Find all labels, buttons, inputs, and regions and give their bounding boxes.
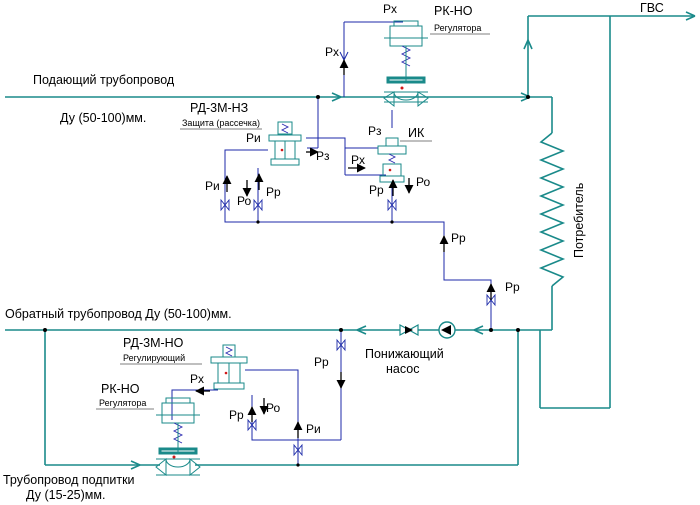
makeup-pipe-label-2: Ду (15-25)мм.	[26, 488, 105, 502]
rd-3m-no-device	[210, 344, 248, 390]
makeup-pipe-label-1: Трубопровод подпитки	[3, 473, 135, 487]
px-label: Рх	[325, 45, 339, 59]
pr-label: Рр	[266, 185, 281, 199]
rd-no-name: РД-3М-НО	[123, 336, 184, 350]
pz-label: Рз	[316, 149, 330, 163]
return-pipeline	[5, 325, 552, 335]
rk-bottom-name: РК-НО	[101, 382, 140, 396]
rk-top-name: РК-НО	[434, 4, 473, 18]
makeup-pipeline	[44, 330, 519, 470]
pi-label: Ри	[205, 179, 220, 193]
pr-label: Рр	[369, 183, 384, 197]
rd-nz-role: Защита (рассечка)	[182, 118, 260, 128]
junction-dots	[43, 95, 530, 467]
px-label: Рх	[351, 153, 365, 167]
consumer-heater	[538, 97, 566, 330]
supply-pipe-label: Подающий трубопровод	[33, 73, 175, 87]
supply-dn-label: Ду (50-100)мм.	[60, 111, 146, 125]
ik-name: ИК	[408, 126, 425, 140]
po-label: Ро	[266, 401, 280, 415]
impulse-lines	[171, 21, 496, 465]
pump-label-1: Понижающий	[365, 347, 444, 361]
pr-label: Рр	[314, 355, 329, 369]
pump-label-2: насос	[386, 362, 419, 376]
pr-label: Рр	[229, 408, 244, 422]
consumer-label: Потребитель	[572, 183, 586, 258]
rk-no-bottom-valve	[155, 397, 201, 477]
px-label: Рх	[190, 372, 204, 386]
pz-label: Рз	[368, 124, 382, 138]
px-label: Рх	[383, 2, 397, 16]
rd-3m-nz-device	[268, 121, 302, 166]
pr-label: Рр	[451, 231, 466, 245]
signal-arrows	[195, 59, 496, 438]
po-label: Ро	[237, 194, 251, 208]
rk-no-top-valve	[383, 20, 429, 108]
rd-no-role: Регулирующий	[123, 353, 185, 363]
supply-pipeline	[5, 92, 552, 102]
rk-bottom-role: Регулятора	[99, 398, 146, 408]
rk-top-role: Регулятора	[434, 23, 481, 33]
gvs-label: ГВС	[640, 1, 664, 15]
gvs-branch	[523, 11, 696, 409]
po-label: Ро	[416, 175, 430, 189]
pi-label: Ри	[306, 422, 321, 436]
return-pipe-label: Обратный трубопровод Ду (50-100)мм.	[5, 307, 232, 321]
rd-nz-name: РД-3М-НЗ	[190, 101, 248, 115]
pr-label: Рр	[505, 280, 520, 294]
pump-icon	[399, 321, 456, 339]
pi-label: Ри	[246, 131, 261, 145]
ik-device	[377, 137, 407, 183]
